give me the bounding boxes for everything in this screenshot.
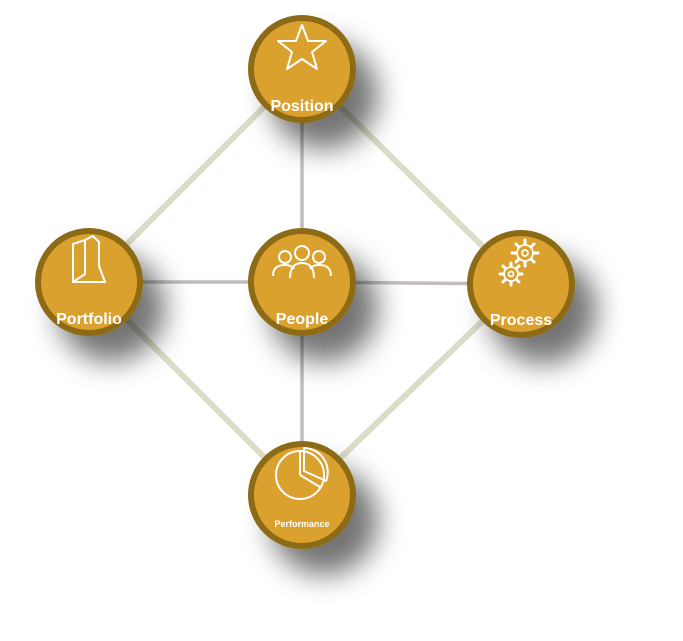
- node-position[interactable]: Position: [248, 15, 356, 123]
- node-label-portfolio: Portfolio: [56, 311, 122, 328]
- people-icon: [272, 245, 332, 279]
- node-label-performance: Performance: [274, 519, 329, 529]
- node-people[interactable]: People: [248, 228, 356, 336]
- folder-icon: [72, 235, 106, 283]
- node-portfolio[interactable]: Portfolio: [35, 228, 143, 336]
- node-label-process: Process: [490, 312, 552, 329]
- node-performance[interactable]: Performance: [248, 441, 356, 549]
- node-label-people: People: [276, 311, 329, 328]
- node-label-position: Position: [270, 98, 333, 115]
- pie-chart-icon: [275, 447, 329, 500]
- gears-icon: [498, 238, 540, 287]
- star-icon: [277, 24, 327, 70]
- node-process[interactable]: Process: [467, 230, 575, 338]
